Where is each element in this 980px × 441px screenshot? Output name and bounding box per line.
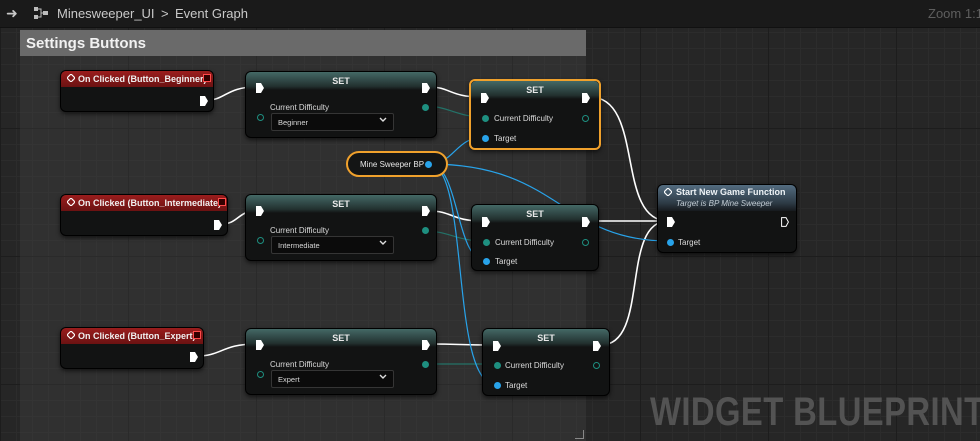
pin-label: Current Difficulty bbox=[495, 238, 554, 247]
breadcrumb-graph-name[interactable]: Minesweeper_UI bbox=[57, 6, 155, 21]
dropdown-chevron-icon bbox=[379, 117, 387, 122]
enum-in-pin[interactable] bbox=[257, 237, 264, 244]
exec-in-pin-icon[interactable] bbox=[493, 341, 501, 351]
set-node-header: SET bbox=[246, 329, 436, 347]
exec-wire bbox=[600, 220, 669, 346]
exec-in-pin-icon[interactable] bbox=[481, 93, 489, 103]
function-subtitle: Target is BP Mine Sweeper bbox=[676, 199, 773, 208]
event-delegate-pin[interactable] bbox=[203, 74, 211, 82]
exec-out-pin-icon[interactable] bbox=[582, 93, 590, 103]
event-diamond-icon bbox=[67, 331, 75, 339]
pin-label: Current Difficulty bbox=[270, 226, 329, 235]
exec-out-pin-icon[interactable] bbox=[422, 340, 430, 350]
back-arrow-icon[interactable]: ➜ bbox=[6, 5, 18, 21]
event-node-intermediate[interactable]: On Clicked (Button_Intermediate) bbox=[60, 194, 228, 236]
target-label: Target bbox=[678, 238, 701, 247]
exec-pin-icon[interactable] bbox=[190, 352, 198, 362]
exec-in-pin-icon[interactable] bbox=[256, 206, 264, 216]
target-label: Target bbox=[494, 134, 517, 143]
event-title: On Clicked (Button_Beginner) bbox=[78, 74, 207, 84]
dropdown-chevron-icon bbox=[379, 374, 387, 379]
variable-out-pin[interactable] bbox=[425, 161, 432, 168]
set-node-beginner[interactable]: SET Current Difficulty Beginner bbox=[245, 71, 437, 138]
event-delegate-pin[interactable] bbox=[218, 198, 226, 206]
set-node-target-beginner[interactable]: SET Current Difficulty Target bbox=[469, 79, 601, 150]
target-pin[interactable] bbox=[667, 239, 674, 246]
target-pin[interactable] bbox=[482, 135, 489, 142]
enum-out-pin[interactable] bbox=[582, 239, 589, 246]
exec-pin-icon[interactable] bbox=[214, 220, 222, 230]
function-diamond-icon bbox=[664, 188, 672, 196]
set-node-expert[interactable]: SET Current Difficulty Expert bbox=[245, 328, 437, 395]
exec-wire bbox=[589, 96, 669, 222]
zoom-level: Zoom 1:1 bbox=[928, 6, 980, 21]
exec-out-pin-icon[interactable] bbox=[593, 341, 601, 351]
dropdown-chevron-icon bbox=[379, 240, 387, 245]
set-node-header: SET bbox=[471, 81, 599, 99]
exec-in-pin-icon[interactable] bbox=[256, 340, 264, 350]
exec-out-pin-icon[interactable] bbox=[422, 206, 430, 216]
exec-in-pin-icon[interactable] bbox=[482, 217, 490, 227]
exec-in-pin-icon[interactable] bbox=[667, 217, 675, 227]
widget-blueprint-watermark: WIDGET BLUEPRINT bbox=[650, 390, 980, 434]
comment-resize-grip[interactable] bbox=[575, 430, 584, 439]
enum-out-pin[interactable] bbox=[582, 115, 589, 122]
exec-pin-icon[interactable] bbox=[200, 96, 208, 106]
event-diamond-icon bbox=[67, 74, 75, 82]
set-node-intermediate[interactable]: SET Current Difficulty Intermediate bbox=[245, 194, 437, 261]
set-node-target-intermediate[interactable]: SET Current Difficulty Target bbox=[471, 204, 599, 271]
event-title: On Clicked (Button_Expert) bbox=[78, 331, 196, 341]
enum-out-pin[interactable] bbox=[422, 361, 429, 368]
enum-out-pin[interactable] bbox=[422, 104, 429, 111]
target-pin[interactable] bbox=[483, 258, 490, 265]
enum-in-pin[interactable] bbox=[482, 115, 489, 122]
enum-in-pin[interactable] bbox=[483, 239, 490, 246]
pin-label: Current Difficulty bbox=[270, 103, 329, 112]
target-label: Target bbox=[505, 381, 528, 390]
target-label: Target bbox=[495, 257, 518, 266]
exec-in-pin-icon[interactable] bbox=[256, 83, 264, 93]
graph-breadcrumb-bar: ➜ Minesweeper_UI > Event Graph Zoom 1:1 bbox=[0, 0, 980, 28]
set-node-target-expert[interactable]: SET Current Difficulty Target bbox=[482, 328, 610, 396]
event-title: On Clicked (Button_Intermediate) bbox=[78, 198, 222, 208]
difficulty-dropdown[interactable]: Beginner bbox=[271, 113, 394, 131]
set-node-header: SET bbox=[246, 72, 436, 90]
enum-out-pin[interactable] bbox=[593, 362, 600, 369]
exec-out-pin-icon[interactable] bbox=[781, 217, 789, 227]
event-node-expert[interactable]: On Clicked (Button_Expert) bbox=[60, 327, 204, 369]
function-node-start-new-game[interactable]: Start New Game Function Target is BP Min… bbox=[657, 184, 797, 253]
pin-label: Current Difficulty bbox=[270, 360, 329, 369]
event-delegate-pin[interactable] bbox=[193, 331, 201, 339]
target-pin[interactable] bbox=[494, 382, 501, 389]
set-node-header: SET bbox=[246, 195, 436, 213]
event-diamond-icon bbox=[67, 198, 75, 206]
graph-icon bbox=[34, 7, 48, 19]
set-node-header: SET bbox=[483, 329, 609, 347]
exec-out-pin-icon[interactable] bbox=[582, 217, 590, 227]
breadcrumb-current[interactable]: Event Graph bbox=[175, 6, 248, 21]
pin-label: Current Difficulty bbox=[505, 361, 564, 370]
difficulty-dropdown[interactable]: Intermediate bbox=[271, 236, 394, 254]
comment-title: Settings Buttons bbox=[26, 35, 146, 52]
exec-out-pin-icon[interactable] bbox=[422, 83, 430, 93]
function-title: Start New Game Function bbox=[676, 187, 786, 197]
variable-label: Mine Sweeper BP bbox=[360, 160, 425, 169]
enum-in-pin[interactable] bbox=[494, 362, 501, 369]
difficulty-dropdown[interactable]: Expert bbox=[271, 370, 394, 388]
chevron-right-icon: > bbox=[161, 6, 169, 21]
variable-node-mine-sweeper-bp[interactable]: Mine Sweeper BP bbox=[346, 151, 448, 177]
event-node-beginner[interactable]: On Clicked (Button_Beginner) bbox=[60, 70, 214, 112]
enum-in-pin[interactable] bbox=[257, 371, 264, 378]
set-node-header: SET bbox=[472, 205, 598, 223]
object-wire bbox=[428, 163, 670, 242]
enum-out-pin[interactable] bbox=[422, 227, 429, 234]
pin-label: Current Difficulty bbox=[494, 114, 553, 123]
enum-in-pin[interactable] bbox=[257, 114, 264, 121]
comment-header[interactable]: Settings Buttons bbox=[20, 30, 586, 56]
